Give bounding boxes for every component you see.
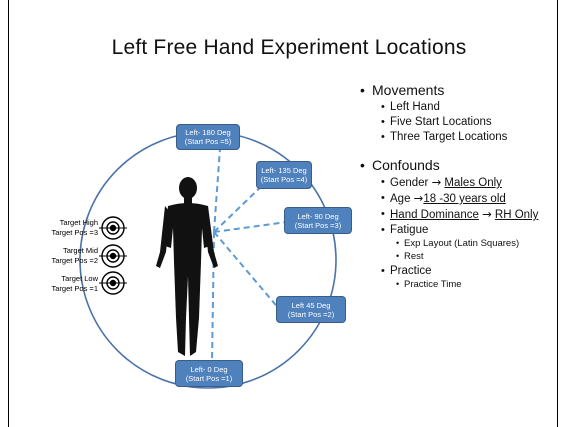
dashed-line-180	[213, 147, 221, 233]
bullet-gender: Gender → Males Only	[381, 175, 550, 189]
arrow-icon: →	[482, 207, 492, 221]
position-deg: Left- 0 Deg	[190, 364, 228, 374]
bullet-left-hand: Left Hand	[381, 101, 560, 113]
bullet-exp-layout: Exp Layout (Latin Squares)	[396, 238, 534, 249]
position-start: (Start Pos =1)	[185, 373, 233, 383]
target-label-high: Target High Target Pos =3	[51, 218, 99, 237]
position-box-90: Left- 90 Deg (Start Pos =3)	[284, 207, 352, 234]
position-box-45: Left 45 Deg (Start Pos =2)	[276, 296, 346, 323]
target-high-icon	[99, 216, 127, 240]
bullet-five-start: Five Start Locations	[381, 116, 560, 128]
bullet-hand-dominance: Hand Dominance → RH Only	[381, 207, 550, 221]
position-deg: Left- 180 Deg	[185, 128, 231, 137]
target-label-low: Target Low Target Pos =1	[51, 274, 99, 293]
bullet-practice: Practice	[381, 265, 560, 277]
position-start: (Start Pos =2)	[287, 309, 335, 319]
bullet-practice-time: Practice Time	[396, 279, 560, 290]
arrow-icon: →	[413, 191, 424, 205]
bullet-list: Movements Left Hand Five Start Locations…	[360, 82, 560, 290]
dashed-line-45	[213, 231, 281, 311]
age-value: 18 -30 years old	[423, 193, 506, 205]
bullet-rest: Rest	[396, 251, 560, 262]
position-deg: Left 45 Deg	[291, 300, 331, 310]
target-mid-icon	[99, 244, 127, 268]
position-start: (Start Pos =5)	[184, 137, 232, 146]
position-box-0: Left- 0 Deg (Start Pos =1)	[175, 360, 243, 387]
bullet-confounds: Confounds	[360, 157, 560, 173]
bullet-movements: Movements	[360, 82, 560, 98]
bullet-three-target: Three Target Locations	[381, 131, 510, 143]
position-deg: Left- 90 Deg	[297, 211, 339, 221]
target-label-mid: Target Mid Target Pos =2	[51, 246, 99, 265]
gender-value: Males Only	[444, 177, 502, 189]
position-start: (Start Pos =3)	[294, 220, 342, 230]
position-box-180: Left- 180 Deg (Start Pos =5)	[176, 124, 240, 150]
bullet-fatigue: Fatigue	[381, 224, 560, 236]
hand-value: RH Only	[494, 209, 539, 221]
dashed-line-90	[213, 221, 288, 233]
position-start: (Start Pos =4)	[260, 175, 308, 184]
slide-title: Left Free Hand Experiment Locations	[111, 36, 467, 59]
position-box-135: Left- 135 Deg (Start Pos =4)	[256, 161, 312, 189]
bullet-age: Age →18 -30 years old	[381, 191, 520, 205]
arrow-icon: →	[431, 175, 442, 189]
position-deg: Left- 135 Deg	[261, 166, 307, 175]
target-low-icon	[99, 271, 127, 295]
human-silhouette	[156, 177, 218, 356]
